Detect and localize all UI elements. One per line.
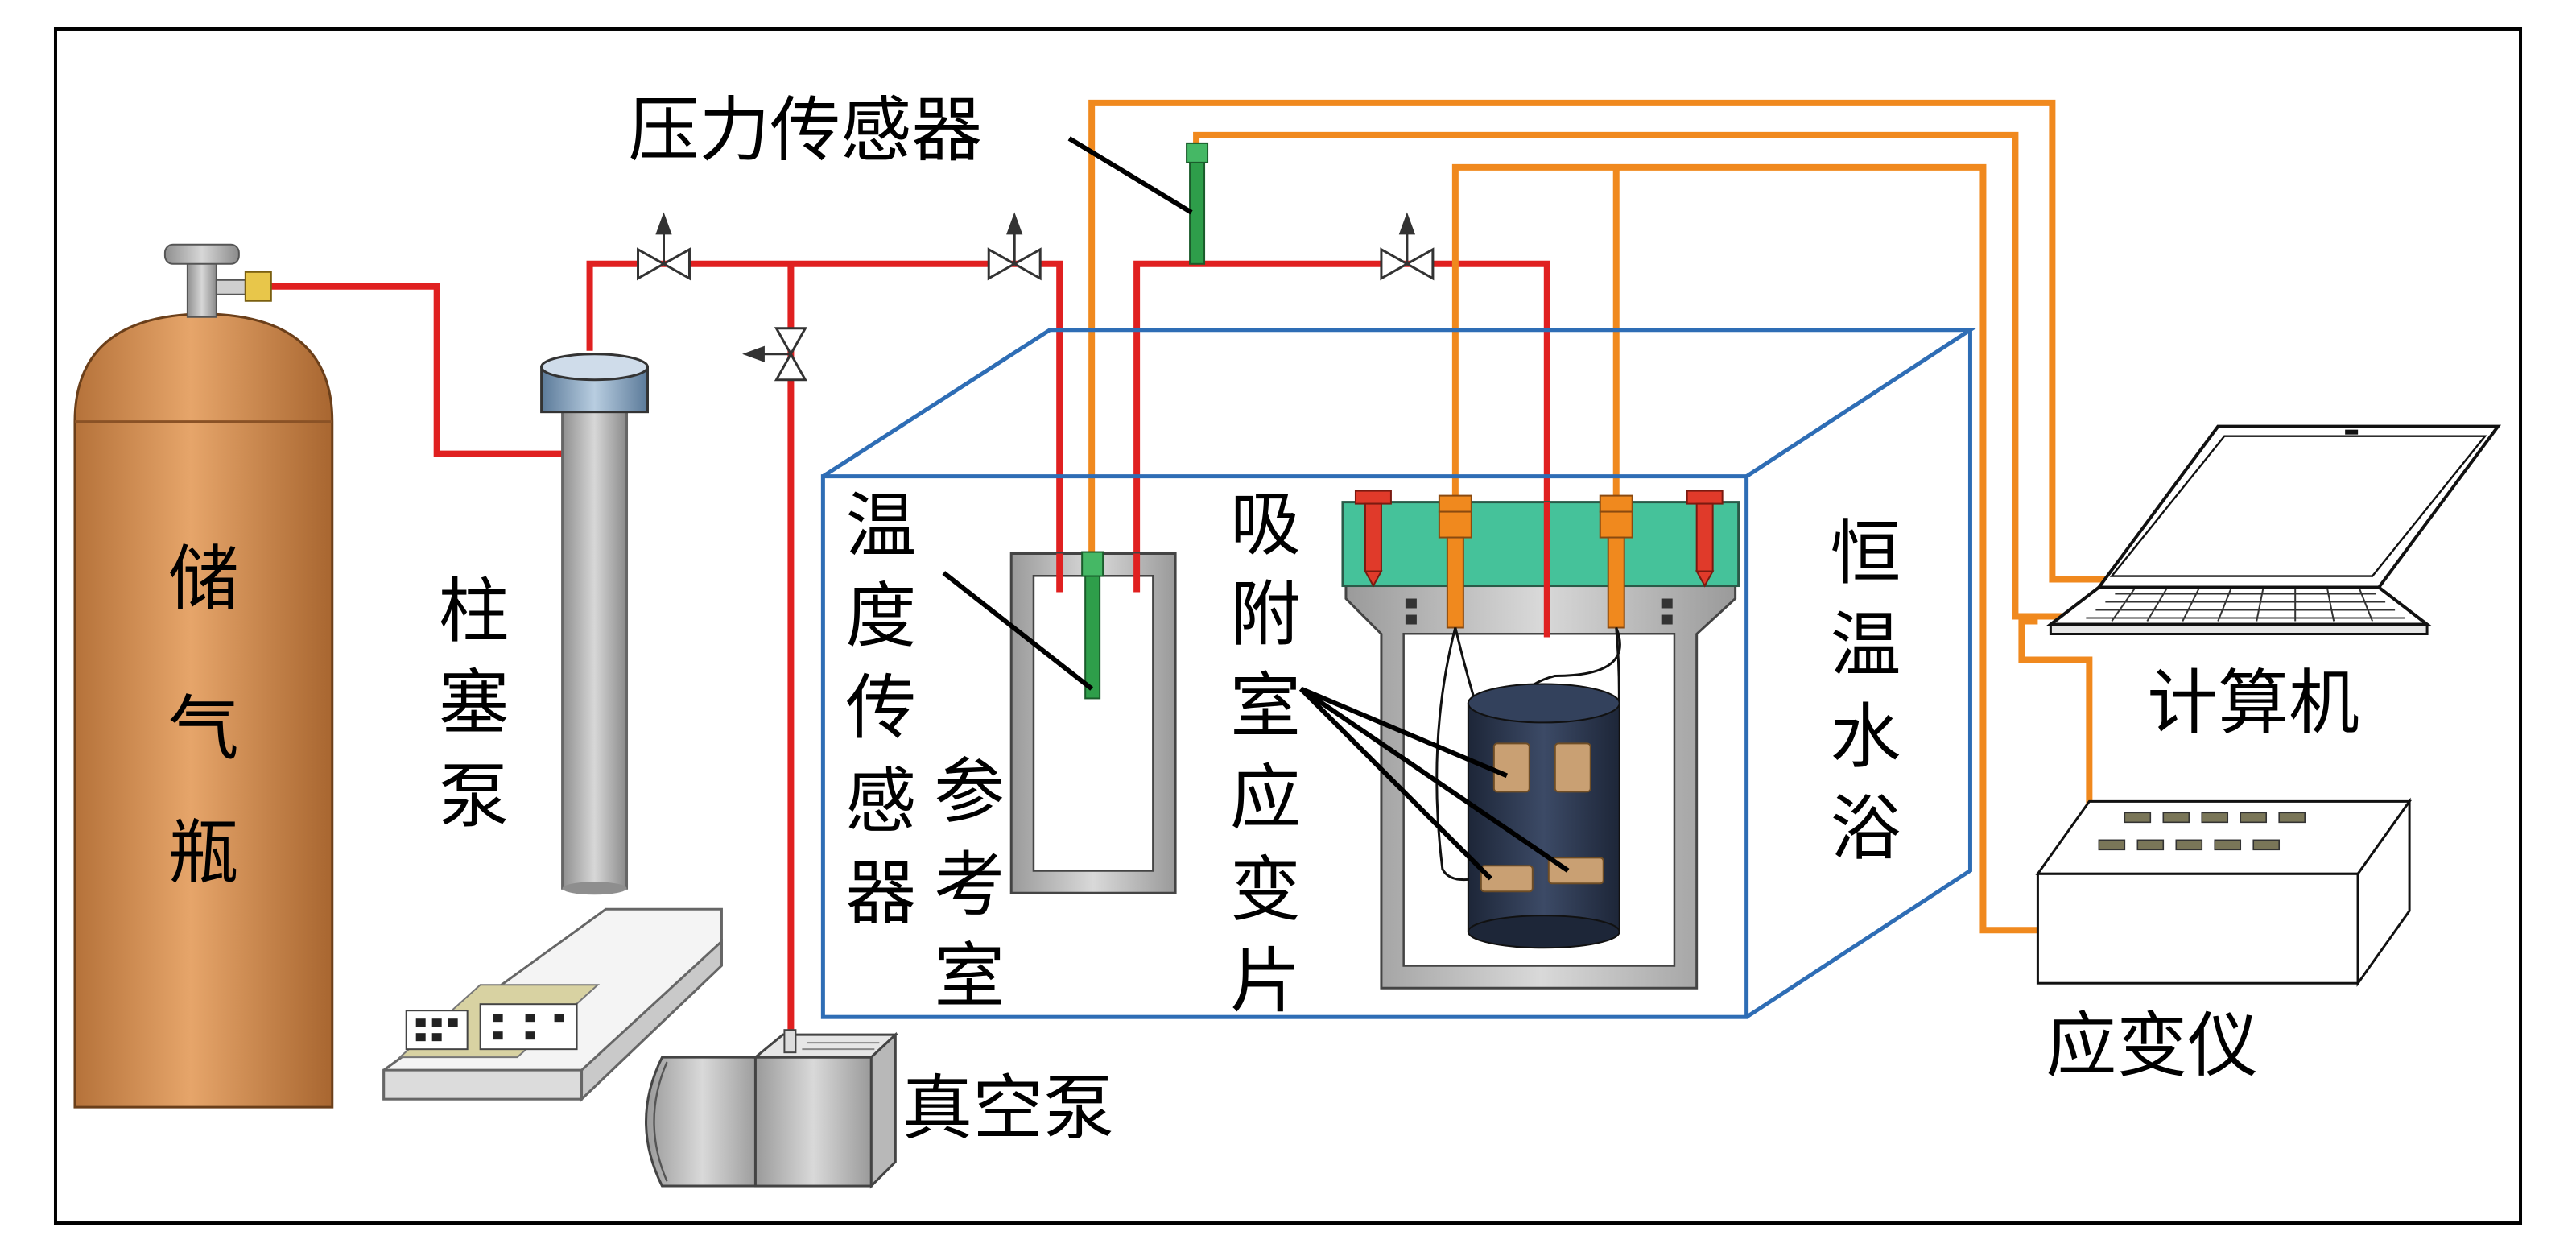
svg-text:浴: 浴	[1831, 787, 1901, 870]
gas-cylinder-label: 储 气 瓶	[168, 538, 239, 894]
signal-lines	[1088, 99, 2175, 934]
valve-icon	[742, 327, 807, 382]
svg-text:变: 变	[1230, 848, 1301, 931]
svg-text:瓶: 瓶	[168, 811, 239, 894]
strain-gauge-leaders	[1298, 686, 1570, 881]
gas-cylinder-icon	[73, 243, 334, 1109]
adsorption-strain-gauge-label: 吸 附 室 应 变 片	[1230, 483, 1301, 1023]
vacuum-pump-icon	[645, 1029, 899, 1189]
svg-text:参: 参	[934, 750, 1005, 833]
svg-text:温: 温	[1831, 603, 1901, 686]
svg-text:吸: 吸	[1230, 483, 1301, 566]
svg-text:气: 气	[168, 687, 239, 770]
svg-text:器: 器	[845, 851, 916, 934]
svg-text:考: 考	[934, 843, 1005, 926]
computer-label: 计算机	[2147, 661, 2359, 744]
reference-chamber-label: 参 考 室	[934, 750, 1005, 1018]
svg-text:水: 水	[1831, 695, 1901, 778]
svg-text:柱: 柱	[439, 569, 510, 652]
vacuum-pump-label: 真空泵	[902, 1067, 1114, 1150]
svg-text:度: 度	[845, 574, 916, 657]
svg-text:感: 感	[845, 759, 916, 842]
temperature-sensor-leader	[942, 571, 1094, 691]
temperature-sensor-label: 温 度 传 感 器	[845, 485, 916, 935]
plunger-pump-label: 柱 塞 泵	[439, 569, 510, 837]
valve-icon	[1380, 212, 1435, 281]
figure-border	[53, 27, 2523, 1225]
laptop-icon	[2046, 424, 2501, 635]
svg-text:室: 室	[1230, 664, 1301, 747]
plunger-pump-icon	[382, 353, 723, 1102]
strain-meter-icon	[2035, 797, 2413, 987]
svg-text:温: 温	[845, 485, 916, 568]
svg-text:泵: 泵	[439, 754, 510, 837]
pressure-sensor-leader	[1067, 136, 1193, 215]
svg-text:恒: 恒	[1831, 512, 1901, 595]
svg-text:片: 片	[1230, 940, 1301, 1023]
pressure-sensor-label: 压力传感器	[629, 89, 983, 171]
svg-text:室: 室	[934, 935, 1005, 1018]
valve-icon	[637, 212, 691, 281]
pressure-sensor-icon	[1186, 142, 1209, 265]
svg-text:传: 传	[845, 666, 916, 749]
water-bath-box	[820, 328, 1977, 1019]
strain-meter-label: 应变仪	[2046, 1004, 2258, 1087]
svg-text:储: 储	[168, 538, 239, 621]
water-bath-label: 恒 温 水 浴	[1831, 512, 1901, 870]
svg-text:塞: 塞	[439, 661, 510, 744]
reference-chamber-inlet	[1056, 553, 1141, 593]
svg-text:附: 附	[1230, 572, 1301, 655]
valve-icon	[987, 212, 1042, 281]
svg-text:应: 应	[1230, 756, 1301, 839]
temperature-sensor-icon	[1081, 551, 1104, 700]
